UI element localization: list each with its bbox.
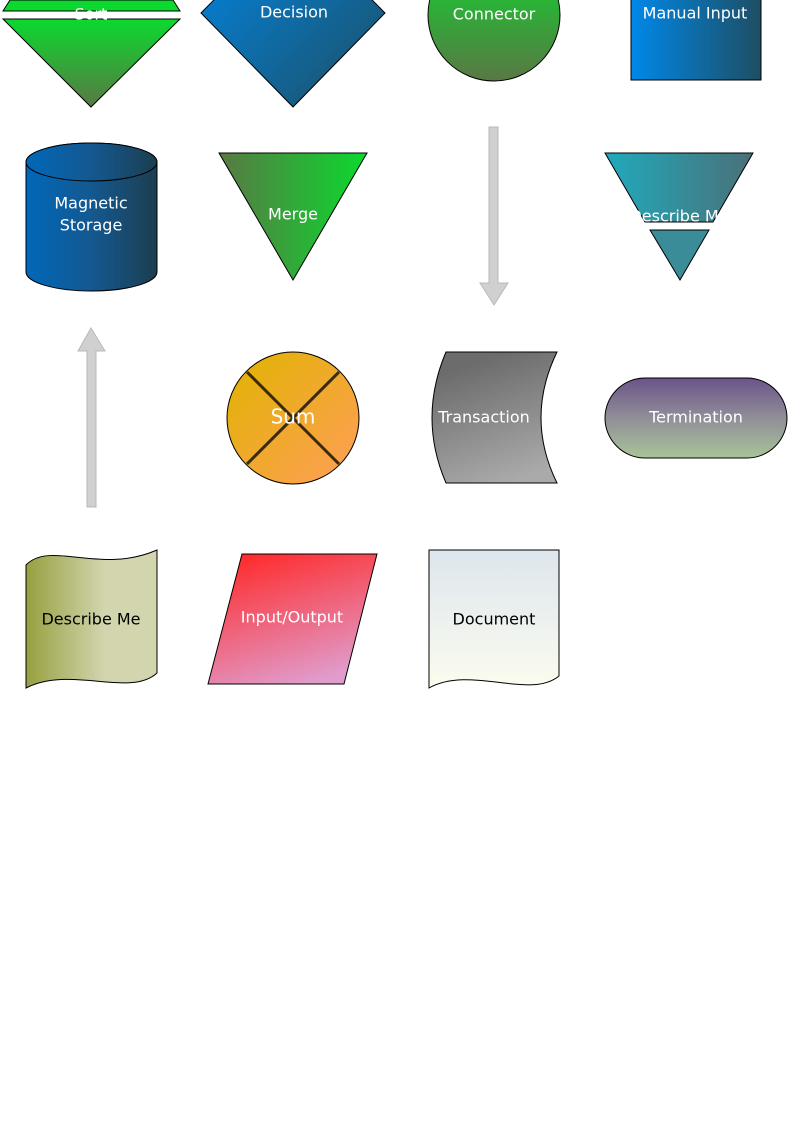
up-arrow-connector[interactable] [77,327,106,508]
magnetic-storage-label-line1: Magnetic [54,194,127,213]
sum-shape[interactable]: Sum [226,351,360,485]
merge-label: Merge [268,205,318,224]
merge-shape[interactable]: Merge [218,152,368,281]
down-arrow-connector[interactable] [479,126,509,306]
transaction-shape[interactable]: Transaction [431,351,558,484]
magnetic-storage-shape[interactable]: Magnetic Storage [25,142,158,292]
punched-tape-shape[interactable]: Describe Me [25,549,158,689]
extract-label: Describe Me [629,207,728,226]
manual-input-label: Manual Input [643,4,748,23]
decision-label: Decision [260,3,328,22]
termination-shape[interactable]: Termination [604,377,788,459]
sort-label: Sort [75,5,108,24]
connector-shape[interactable]: Connector [427,0,561,82]
sort-shape[interactable]: Sort [1,0,182,108]
magnetic-storage-label-line2: Storage [60,216,123,235]
termination-label: Termination [648,408,743,427]
manual-input-shape[interactable]: Manual Input [630,0,762,81]
sum-label: Sum [271,405,316,429]
input-output-label: Input/Output [241,608,343,627]
punched-tape-label: Describe Me [41,610,140,629]
extract-shape[interactable]: Describe Me [604,152,754,281]
document-shape[interactable]: Document [428,549,560,689]
document-label: Document [453,610,536,629]
input-output-shape[interactable]: Input/Output [207,553,378,685]
decision-shape[interactable]: Decision [200,0,386,108]
transaction-label: Transaction [437,408,530,427]
connector-label: Connector [453,5,536,24]
